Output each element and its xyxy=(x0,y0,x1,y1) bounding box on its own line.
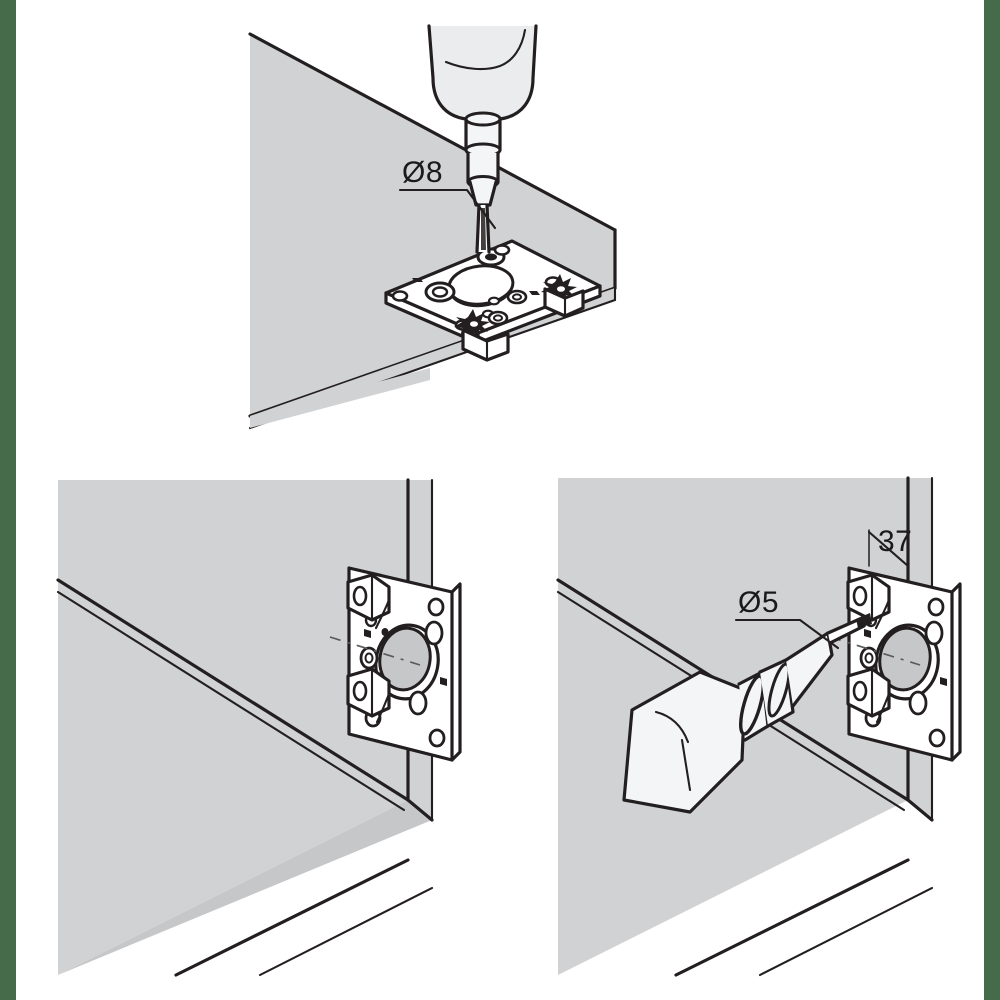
mounting-plate-horizontal xyxy=(384,239,602,362)
diameter-8-callout: Ø8 xyxy=(398,156,497,230)
hand-drill-angled xyxy=(622,613,872,814)
letterbox-right-band xyxy=(984,0,1000,1000)
mounting-plate-vertical-right xyxy=(829,566,962,762)
hex-nut-upper-left xyxy=(346,573,391,630)
diameter-8-label: Ø8 xyxy=(402,156,443,189)
hex-nut-upper-right xyxy=(846,573,891,630)
panel-step-3: Ø5 37 xyxy=(556,476,962,977)
panel-step-1: Ø8 xyxy=(248,24,617,430)
hand-drill-vertical xyxy=(427,24,538,254)
dimension-37-callout: 37 xyxy=(867,501,912,568)
hex-nut-lower-left xyxy=(346,667,391,724)
hex-nut-lower-right xyxy=(846,667,891,724)
mounting-plate-vertical-left xyxy=(329,566,462,762)
diameter-5-callout: Ø5 xyxy=(734,586,840,650)
hex-nut-front xyxy=(461,328,510,362)
letterbox-left-band xyxy=(0,0,16,1000)
cabinet-top-board xyxy=(248,32,617,430)
panel-step-2 xyxy=(56,478,462,977)
hex-nut-right xyxy=(543,287,585,318)
dimension-37-label: 37 xyxy=(878,525,912,558)
diameter-5-label: Ø5 xyxy=(738,586,779,619)
